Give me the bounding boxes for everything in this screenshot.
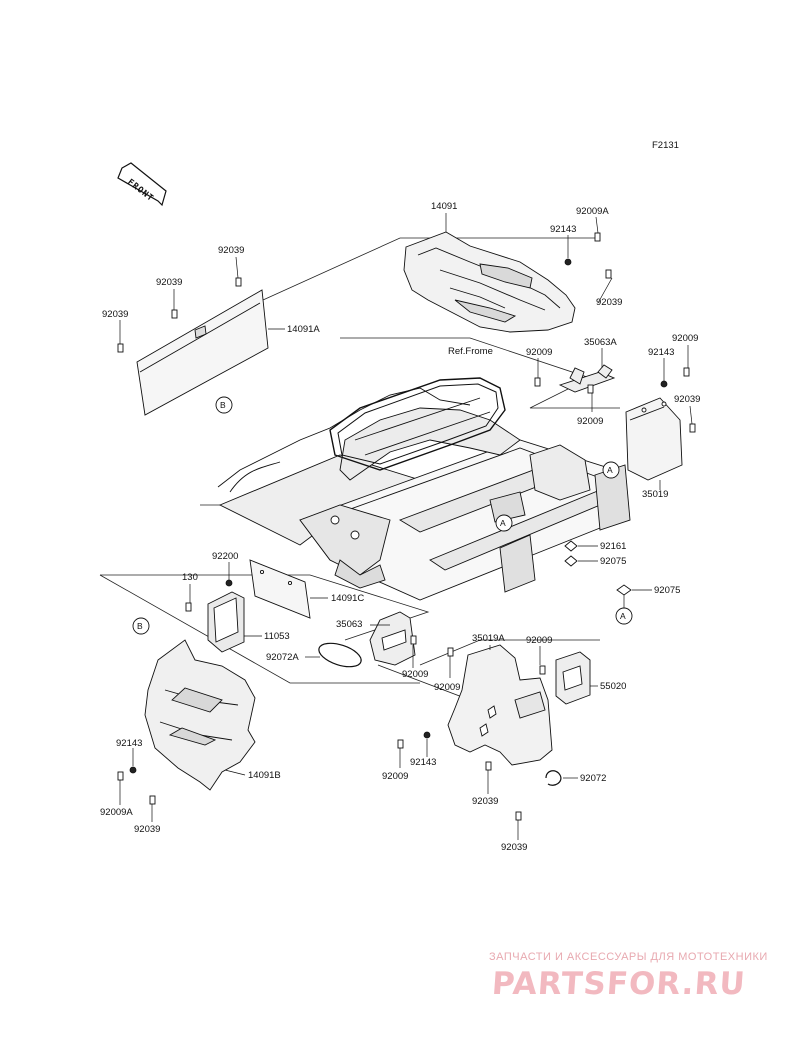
bolt-icons: [117, 232, 696, 821]
label-92075-a: 92075: [600, 556, 627, 567]
label-35063: 35063: [336, 619, 363, 630]
label-92143-l: 92143: [116, 738, 143, 749]
front-arrow-icon: [117, 162, 167, 207]
label-92039-e: 92039: [472, 796, 499, 807]
marker-a-frame: A: [500, 518, 506, 528]
left-fender-14091B: [144, 639, 256, 791]
label-92009A-top: 92009A: [576, 206, 609, 217]
label-92039-a: 92039: [218, 245, 245, 256]
label-92039-l: 92039: [134, 824, 161, 835]
label-92200: 92200: [212, 551, 239, 562]
label-35063A: 35063A: [584, 337, 617, 348]
leader-lines-bottom: [99, 574, 420, 684]
figure-code: F2131: [652, 140, 679, 151]
panel-14091A: [136, 289, 269, 416]
label-35019: 35019: [642, 489, 669, 500]
label-92039-b: 92039: [156, 277, 183, 288]
panel-35019: [625, 397, 683, 481]
label-92009-c2: 92009: [434, 682, 461, 693]
band-92072A: [318, 642, 362, 668]
label-92161: 92161: [600, 541, 627, 552]
label-92039-c: 92039: [102, 309, 129, 320]
label-ref-frame: Ref.Frome: [448, 346, 493, 357]
bracket-35063A: [558, 364, 616, 393]
label-55020: 55020: [600, 681, 627, 692]
bracket-35063: [369, 611, 416, 666]
plates-92075: [564, 540, 632, 596]
rear-fender-14091: [403, 231, 576, 333]
label-14091B: 14091B: [248, 770, 281, 781]
label-92009-r1: 92009: [526, 347, 553, 358]
label-92072: 92072: [580, 773, 607, 784]
fender-35019A: [447, 644, 553, 766]
label-92009-e: 92009: [382, 771, 409, 782]
label-130: 130: [182, 572, 198, 583]
marker-a-right: A: [607, 465, 613, 475]
label-leaders: [119, 213, 693, 840]
marker-a-bottom: A: [620, 611, 626, 621]
label-14091A: 14091A: [287, 324, 320, 335]
marker-b-left: B: [137, 621, 143, 631]
bracket-11053: [207, 591, 245, 653]
label-92143-e: 92143: [410, 757, 437, 768]
watermark-tagline: ЗАПЧАСТИ И АКСЕССУАРЫ ДЛЯ МОТОТЕХНИКИ: [489, 951, 768, 963]
watermark-logo: PARTSFOR.RU: [490, 966, 747, 1002]
label-92075-b: 92075: [654, 585, 681, 596]
label-14091C: 14091C: [331, 593, 365, 604]
label-92143-top: 92143: [550, 224, 577, 235]
label-92009A-l: 92009A: [100, 807, 133, 818]
label-14091: 14091: [431, 201, 458, 212]
label-11053: 11053: [264, 631, 290, 642]
label-92009-r2: 92009: [672, 333, 699, 344]
label-92009-mid: 92009: [577, 416, 604, 427]
washer-icons: [129, 258, 668, 774]
label-92009-c1: 92009: [402, 669, 429, 680]
label-92072A: 92072A: [266, 652, 299, 663]
ref-marker-circles: [132, 396, 633, 635]
label-92009-d: 92009: [526, 635, 553, 646]
label-92143-r: 92143: [648, 347, 675, 358]
frame-body: [217, 377, 631, 601]
label-92039-r: 92039: [674, 394, 701, 405]
marker-b-top: B: [220, 400, 226, 410]
clip-92072: [545, 770, 562, 786]
label-92039-f: 92039: [501, 842, 528, 853]
label-92039-topright: 92039: [596, 297, 623, 308]
bracket-55020: [555, 651, 591, 705]
plate-14091C: [249, 559, 311, 619]
leader-lines-top: [262, 237, 600, 301]
leader-lines-fender-right: [419, 639, 600, 666]
label-35019A: 35019A: [472, 633, 505, 644]
